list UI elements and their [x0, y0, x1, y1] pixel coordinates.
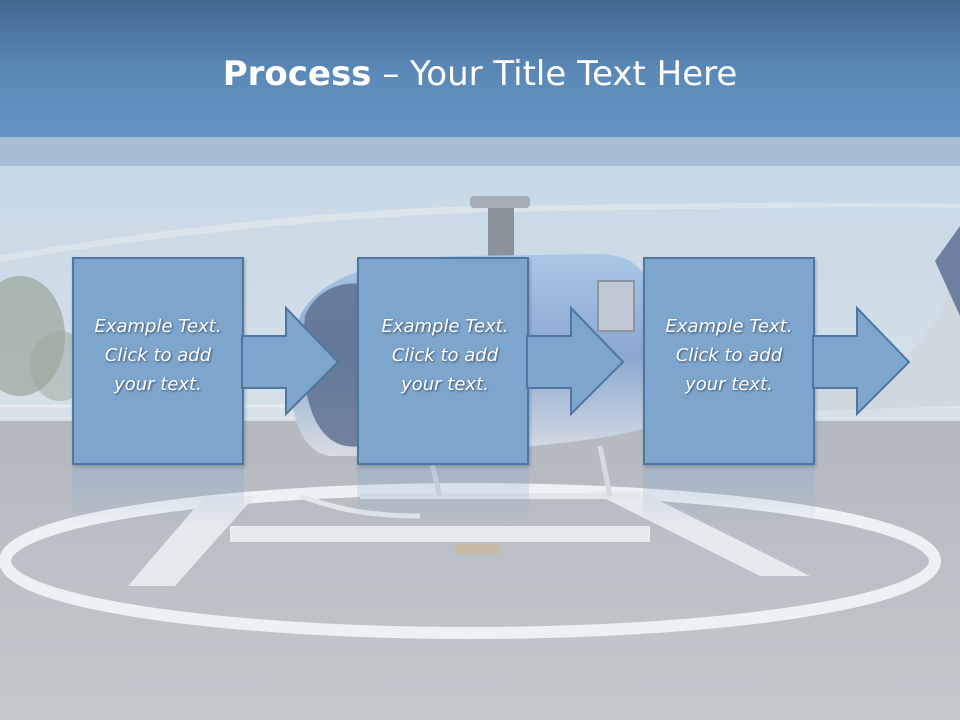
step-1-line-1: Example Text. [94, 316, 222, 337]
step-1-text[interactable]: Example Text. Click to add your text. [72, 312, 244, 399]
step-2-line-3: your text. [401, 374, 489, 395]
step-2-line-2: Click to add [391, 345, 499, 366]
title-band [0, 137, 960, 166]
step-2-arrow-icon [526, 305, 625, 417]
step-3-line-2: Click to add [675, 345, 783, 366]
step-2-text[interactable]: Example Text. Click to add your text. [359, 312, 531, 399]
step-3-arrow-icon [812, 305, 911, 417]
step-2-reflection [357, 468, 529, 528]
step-3-reflection [643, 468, 815, 528]
step-2-line-1: Example Text. [381, 316, 509, 337]
step-3-box[interactable] [643, 257, 815, 465]
step-3-line-3: your text. [685, 374, 773, 395]
step-1-reflection [72, 468, 244, 528]
slide-title-rest: – Your Title Text Here [371, 54, 738, 94]
step-3-text[interactable]: Example Text. Click to add your text. [643, 312, 815, 399]
title-bar [0, 0, 960, 137]
step-1-line-3: your text. [114, 374, 202, 395]
step-1-line-2: Click to add [104, 345, 212, 366]
step-1-arrow-icon [241, 305, 340, 417]
slide-title-strong: Process [222, 54, 372, 94]
slide-title[interactable]: Process – Your Title Text Here [0, 52, 960, 96]
step-1-box[interactable] [72, 257, 244, 465]
step-3-line-1: Example Text. [665, 316, 793, 337]
